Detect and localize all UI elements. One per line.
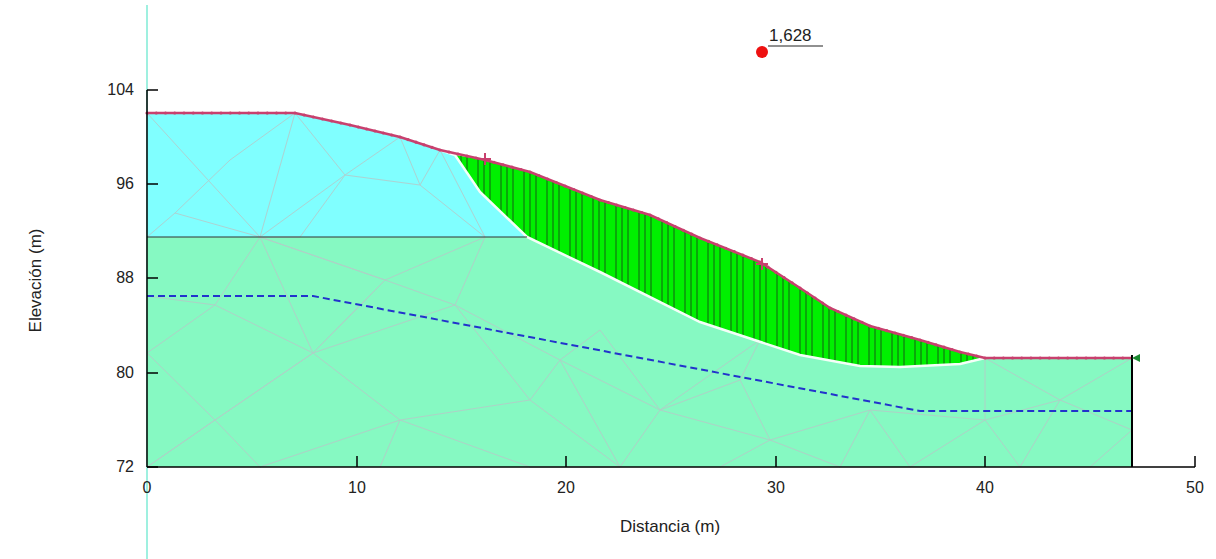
ground-surface [147, 113, 1132, 358]
axes [147, 90, 1195, 467]
slip-surface [440, 150, 985, 367]
tick-label: 72 [116, 459, 134, 475]
slip-centre [756, 46, 768, 58]
safety-factor: 1,628 [769, 27, 812, 44]
tick-label: 0 [143, 480, 152, 496]
slip-limits [479, 153, 768, 270]
layer-boundary [147, 237, 527, 238]
frame-line [146, 5, 148, 559]
mesh [147, 113, 1132, 467]
model-boundary [1131, 355, 1133, 467]
tick-label: 50 [1186, 480, 1204, 496]
boundary-marker [1132, 354, 1140, 362]
tick-label: 80 [116, 365, 134, 381]
tick-label: 88 [116, 270, 134, 286]
fs-underline [768, 45, 823, 46]
tick-label: 104 [107, 82, 134, 98]
tick-label: 96 [116, 176, 134, 192]
tick-label: 10 [348, 480, 366, 496]
water-table [147, 296, 1132, 411]
axis-title: Distancia (m) [620, 518, 720, 535]
tick-label: 20 [557, 480, 575, 496]
axis-title: Elevación (m) [28, 228, 45, 332]
surface-points [145, 111, 1124, 359]
tick-label: 30 [767, 480, 785, 496]
slice-lines [455, 140, 984, 380]
tick-label: 40 [976, 480, 994, 496]
